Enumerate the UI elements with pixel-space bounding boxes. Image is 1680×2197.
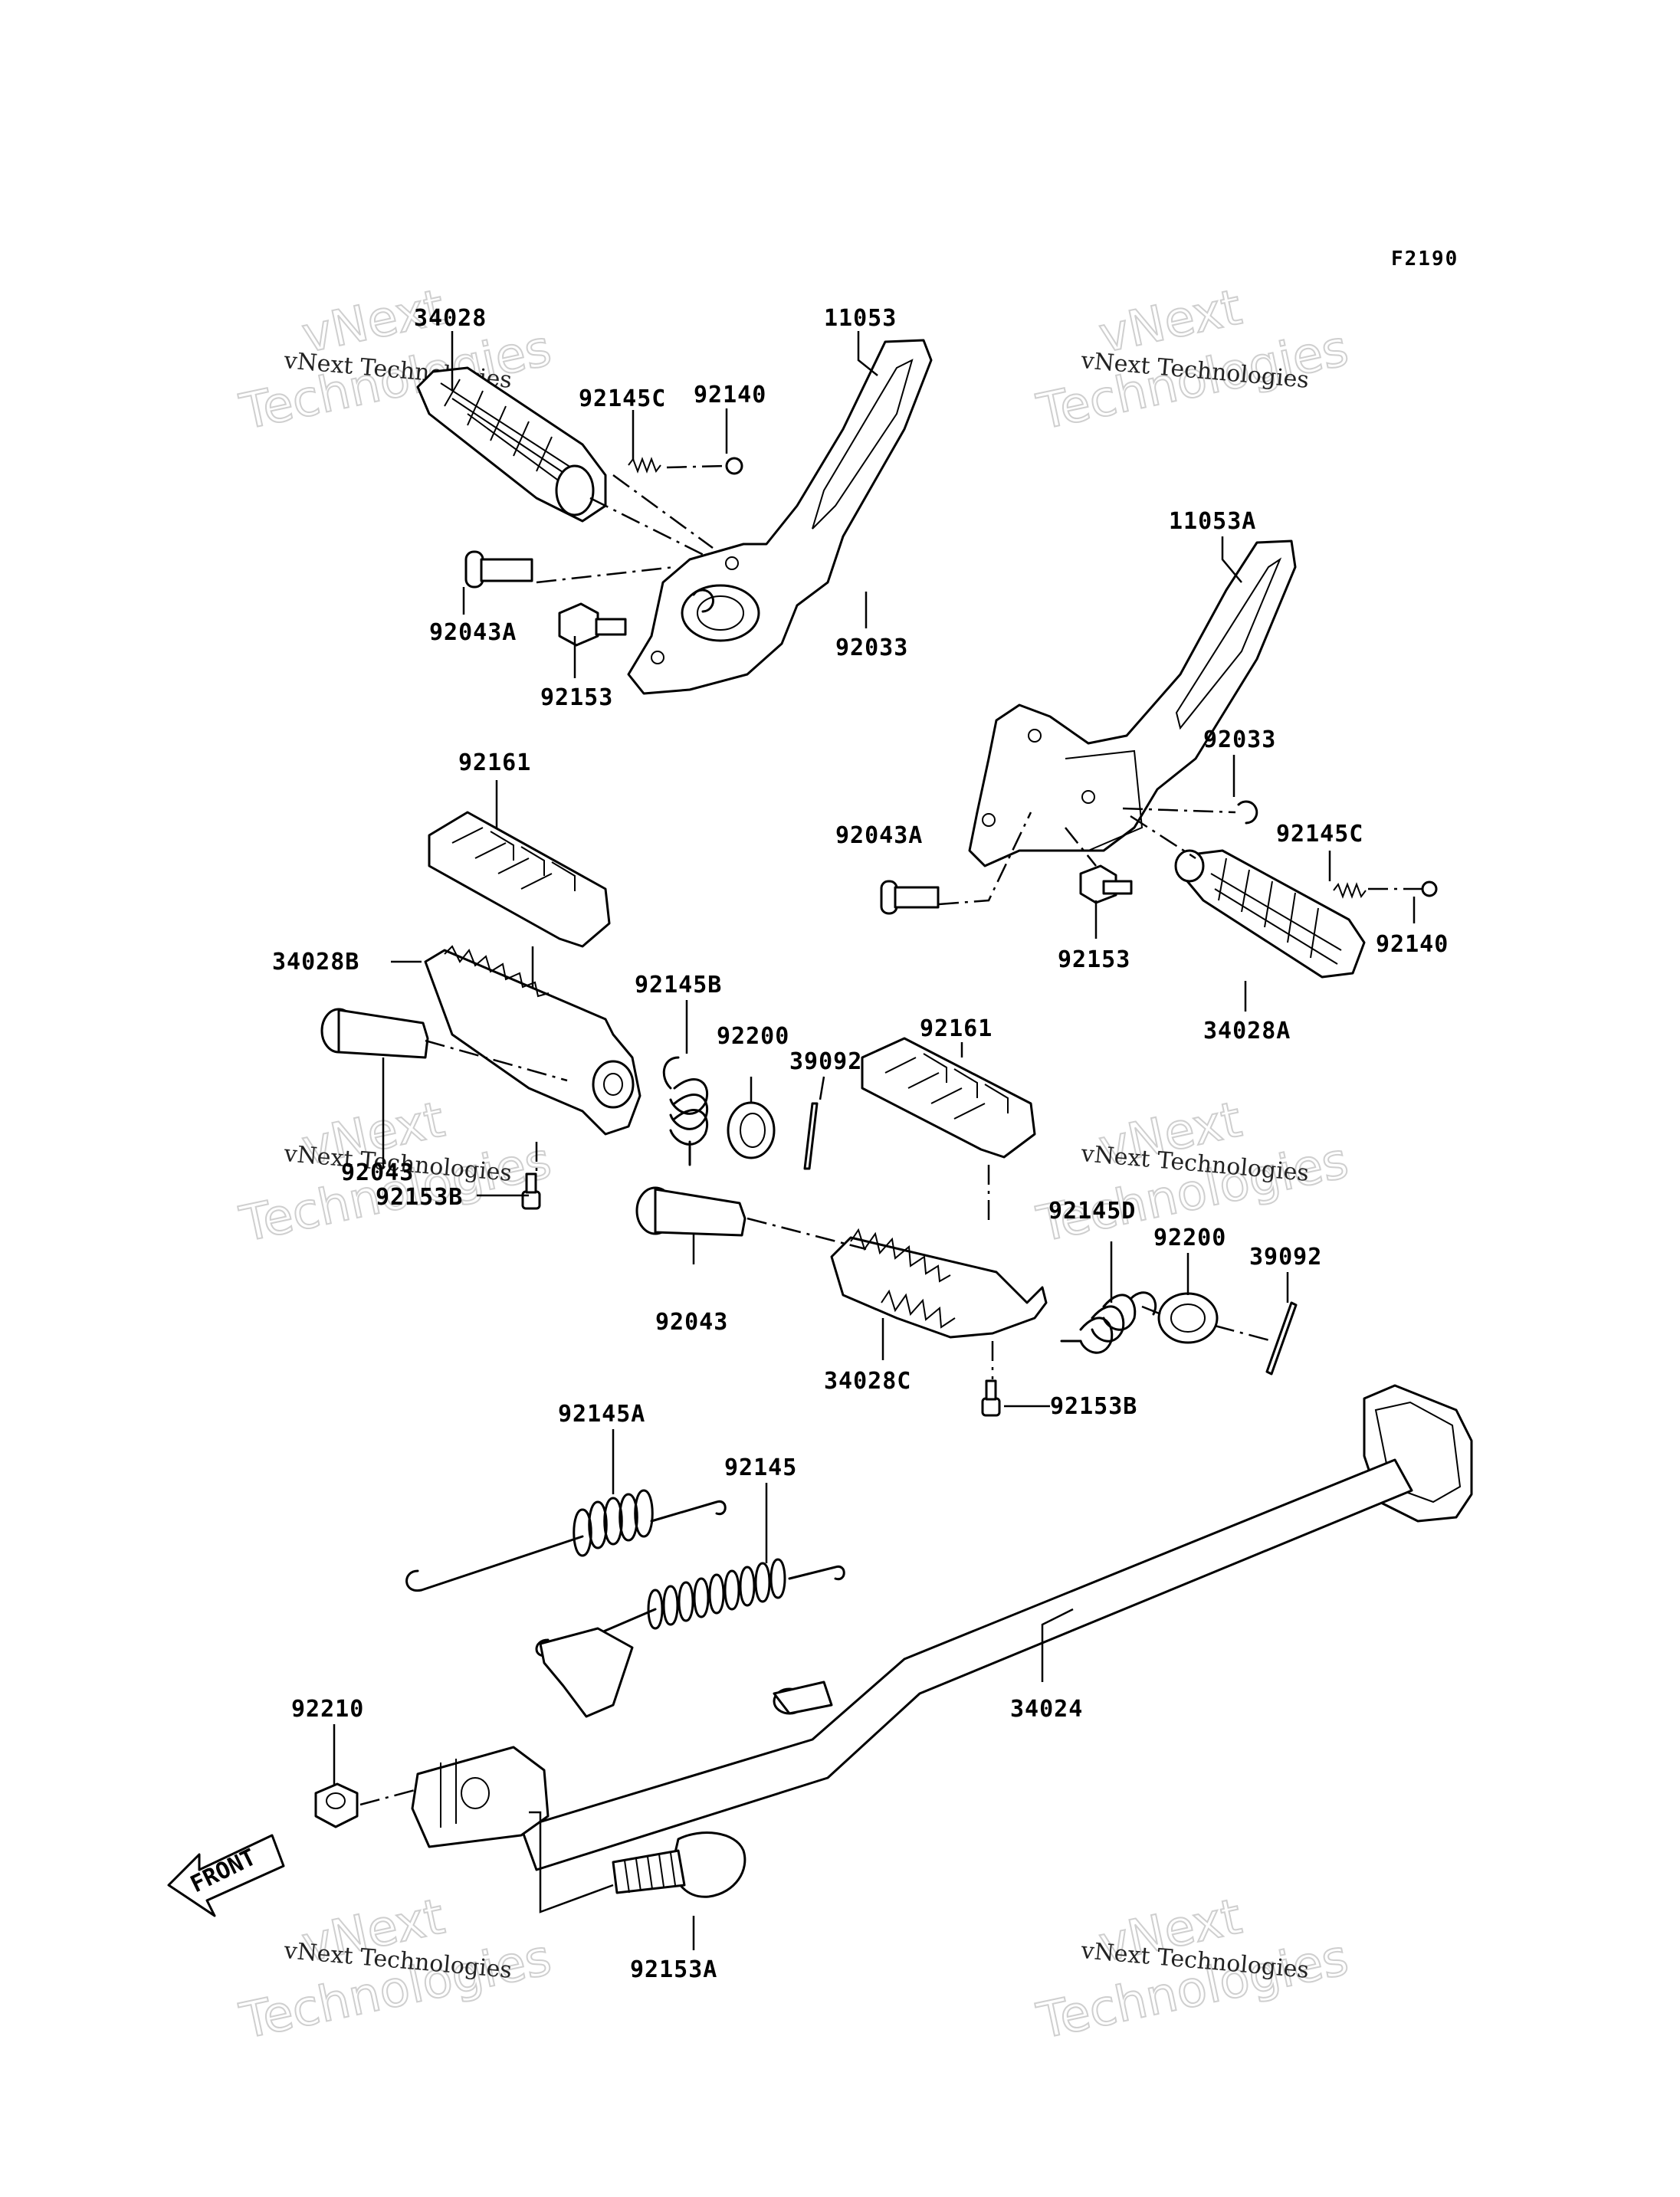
sidestand-34024	[411, 1384, 1473, 1871]
circlip-92033-left	[692, 589, 714, 613]
spring-92145C-right	[1333, 882, 1367, 899]
label-92145D: 92145D	[1048, 1198, 1136, 1225]
label-92140-right: 92140	[1376, 931, 1449, 958]
ball-92140-right	[1421, 880, 1438, 897]
footpeg-34028A	[1174, 849, 1366, 979]
label-92145C-left: 92145C	[579, 385, 666, 412]
label-92161-right: 92161	[920, 1015, 993, 1042]
label-34028A: 34028A	[1203, 1018, 1291, 1044]
label-92200-right: 92200	[1153, 1225, 1226, 1251]
pin-92043A-right	[880, 880, 940, 915]
label-92153-left: 92153	[540, 684, 613, 711]
label-34028B: 34028B	[272, 949, 359, 976]
bracket-11053	[627, 339, 933, 695]
nut-92210	[314, 1782, 359, 1828]
watermark-bottom-left: vNext Technologies vNext Technologies	[235, 1887, 557, 2051]
label-92145: 92145	[724, 1454, 797, 1481]
front-arrow-icon: FRONT	[167, 1834, 285, 1917]
label-11053: 11053	[824, 305, 897, 332]
cotter-39092-right	[1265, 1301, 1298, 1376]
label-39092-left: 39092	[789, 1048, 862, 1075]
pin-92043-mid	[635, 1186, 746, 1237]
footpeg-34028	[416, 366, 607, 523]
label-92145A: 92145A	[558, 1401, 645, 1428]
label-92033-right: 92033	[1203, 726, 1276, 753]
label-92210: 92210	[291, 1696, 364, 1723]
label-92153B-right: 92153B	[1050, 1393, 1137, 1420]
label-92153A: 92153A	[630, 1956, 717, 1983]
spring-92145A	[405, 1489, 727, 1592]
label-92153B-left: 92153B	[376, 1184, 463, 1211]
diagram-code: F2190	[1391, 248, 1459, 271]
label-34028C: 34028C	[824, 1368, 911, 1395]
bolt-92153-left	[558, 602, 627, 647]
label-11053A: 11053A	[1169, 508, 1256, 535]
label-92140-left: 92140	[694, 382, 766, 408]
label-92043-mid: 92043	[655, 1309, 728, 1336]
rubber-92161-left	[428, 811, 611, 948]
part-labels: 34028 11053 92145C 92140 92043A 92153 92…	[272, 305, 1449, 1983]
label-92161-left: 92161	[458, 749, 531, 776]
bracket-11053A	[968, 539, 1297, 867]
leader-lines	[333, 331, 1426, 1950]
label-39092-right: 39092	[1249, 1244, 1322, 1271]
washer-92200-right	[1157, 1292, 1219, 1344]
pin-92043A-left	[464, 550, 533, 589]
ball-92140-left	[725, 457, 743, 475]
bolt-92153A	[612, 1831, 746, 1898]
label-92153-right: 92153	[1058, 946, 1130, 973]
cotter-39092-left	[803, 1102, 819, 1170]
spring-92145B	[662, 1056, 709, 1166]
bolt-92153B-right	[981, 1379, 1001, 1417]
label-92145B: 92145B	[635, 972, 722, 998]
circlip-92033-right	[1237, 800, 1258, 825]
watermark-bottom-right: vNext Technologies vNext Technologies	[1032, 1887, 1354, 2051]
label-92043A-left: 92043A	[429, 619, 517, 646]
footpeg-34028C	[830, 1228, 1048, 1339]
washer-92200-left	[727, 1101, 776, 1159]
label-92043-left: 92043	[341, 1159, 414, 1186]
watermark-top-right: vNext Technologies vNext Technologies	[1032, 278, 1354, 441]
spring-92145C-left	[628, 457, 661, 474]
label-92033-left: 92033	[835, 635, 908, 661]
label-34024: 34024	[1010, 1696, 1083, 1723]
rubber-92161-right	[861, 1037, 1036, 1159]
label-34028: 34028	[414, 305, 487, 332]
label-92043A-right: 92043A	[835, 822, 923, 849]
label-92145C-right: 92145C	[1276, 821, 1363, 848]
spring-92145D	[1060, 1291, 1157, 1354]
label-92200-left: 92200	[717, 1023, 789, 1050]
bolt-92153-right	[1079, 864, 1133, 904]
pin-92043-left	[320, 1008, 429, 1059]
